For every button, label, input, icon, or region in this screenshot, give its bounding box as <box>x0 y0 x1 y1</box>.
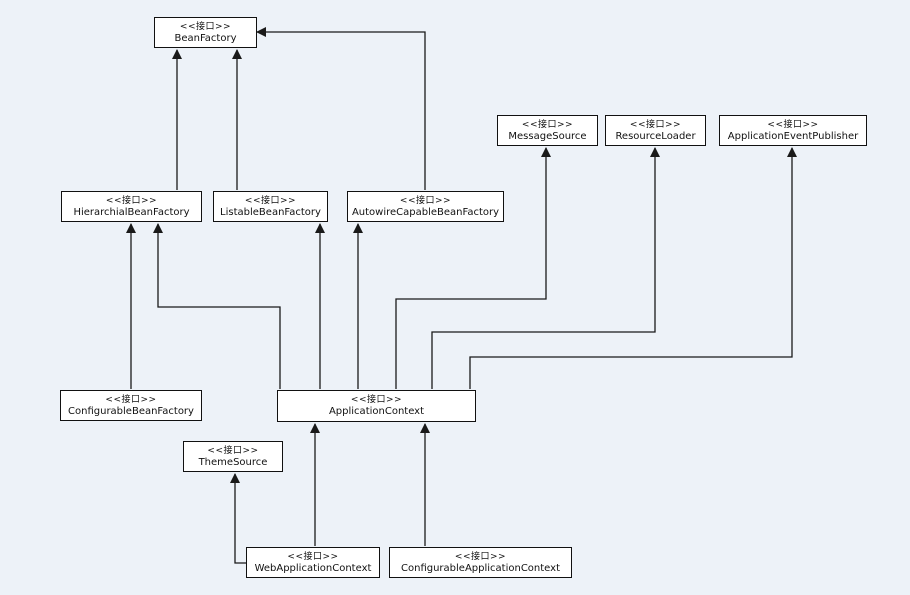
stereotype-label: <<接口>> <box>399 195 452 206</box>
node-theme-source: <<接口>> ThemeSource <box>183 441 283 472</box>
node-label: BeanFactory <box>174 32 237 44</box>
node-label: ConfigurableApplicationContext <box>401 562 560 574</box>
stereotype-label: <<接口>> <box>105 195 158 206</box>
node-application-context: <<接口>> ApplicationContext <box>277 390 476 422</box>
node-label: ThemeSource <box>198 456 268 468</box>
edge-appctx-to-hierarchial <box>153 223 281 389</box>
node-bean-factory: <<接口>> BeanFactory <box>154 17 257 48</box>
node-hierarchial-bean-factory: <<接口>> HierarchialBeanFactory <box>61 191 202 222</box>
stereotype-label: <<接口>> <box>179 21 232 32</box>
node-label: MessageSource <box>508 130 587 142</box>
edge-webctx-to-themesource <box>230 473 246 564</box>
node-label: HierarchialBeanFactory <box>73 206 190 218</box>
node-label: ApplicationEventPublisher <box>727 130 859 142</box>
node-listable-bean-factory: <<接口>> ListableBeanFactory <box>213 191 328 222</box>
edge-appctx-to-resourceloader <box>431 147 660 389</box>
node-configurable-application-context: <<接口>> ConfigurableApplicationContext <box>389 547 572 578</box>
node-label: ApplicationContext <box>328 406 425 417</box>
node-label: ResourceLoader <box>615 130 696 142</box>
stereotype-label: <<接口>> <box>207 445 259 456</box>
edge-autowire-to-beanfactory <box>256 27 426 190</box>
stereotype-label: <<接口>> <box>105 394 157 405</box>
stereotype-label: <<接口>> <box>454 551 507 562</box>
stereotype-label: <<接口>> <box>350 395 403 405</box>
stereotype-label: <<接口>> <box>629 119 682 130</box>
edge-appctx-to-messagesource <box>395 147 551 389</box>
node-application-event-publisher: <<接口>> ApplicationEventPublisher <box>719 115 867 146</box>
node-message-source: <<接口>> MessageSource <box>497 115 598 146</box>
node-autowire-capable-bean-factory: <<接口>> AutowireCapableBeanFactory <box>347 191 504 222</box>
node-label: ListableBeanFactory <box>220 206 321 218</box>
stereotype-label: <<接口>> <box>287 551 339 562</box>
node-label: AutowireCapableBeanFactory <box>351 206 500 218</box>
stereotype-label: <<接口>> <box>521 119 574 130</box>
stereotype-label: <<接口>> <box>244 195 297 206</box>
node-configurable-bean-factory: <<接口>> ConfigurableBeanFactory <box>60 390 202 421</box>
stereotype-label: <<接口>> <box>767 119 819 130</box>
edge-appctx-to-eventpublisher <box>469 147 797 389</box>
node-web-application-context: <<接口>> WebApplicationContext <box>246 547 380 578</box>
node-label: ConfigurableBeanFactory <box>68 405 194 417</box>
node-resource-loader: <<接口>> ResourceLoader <box>605 115 706 146</box>
node-label: WebApplicationContext <box>254 562 372 574</box>
